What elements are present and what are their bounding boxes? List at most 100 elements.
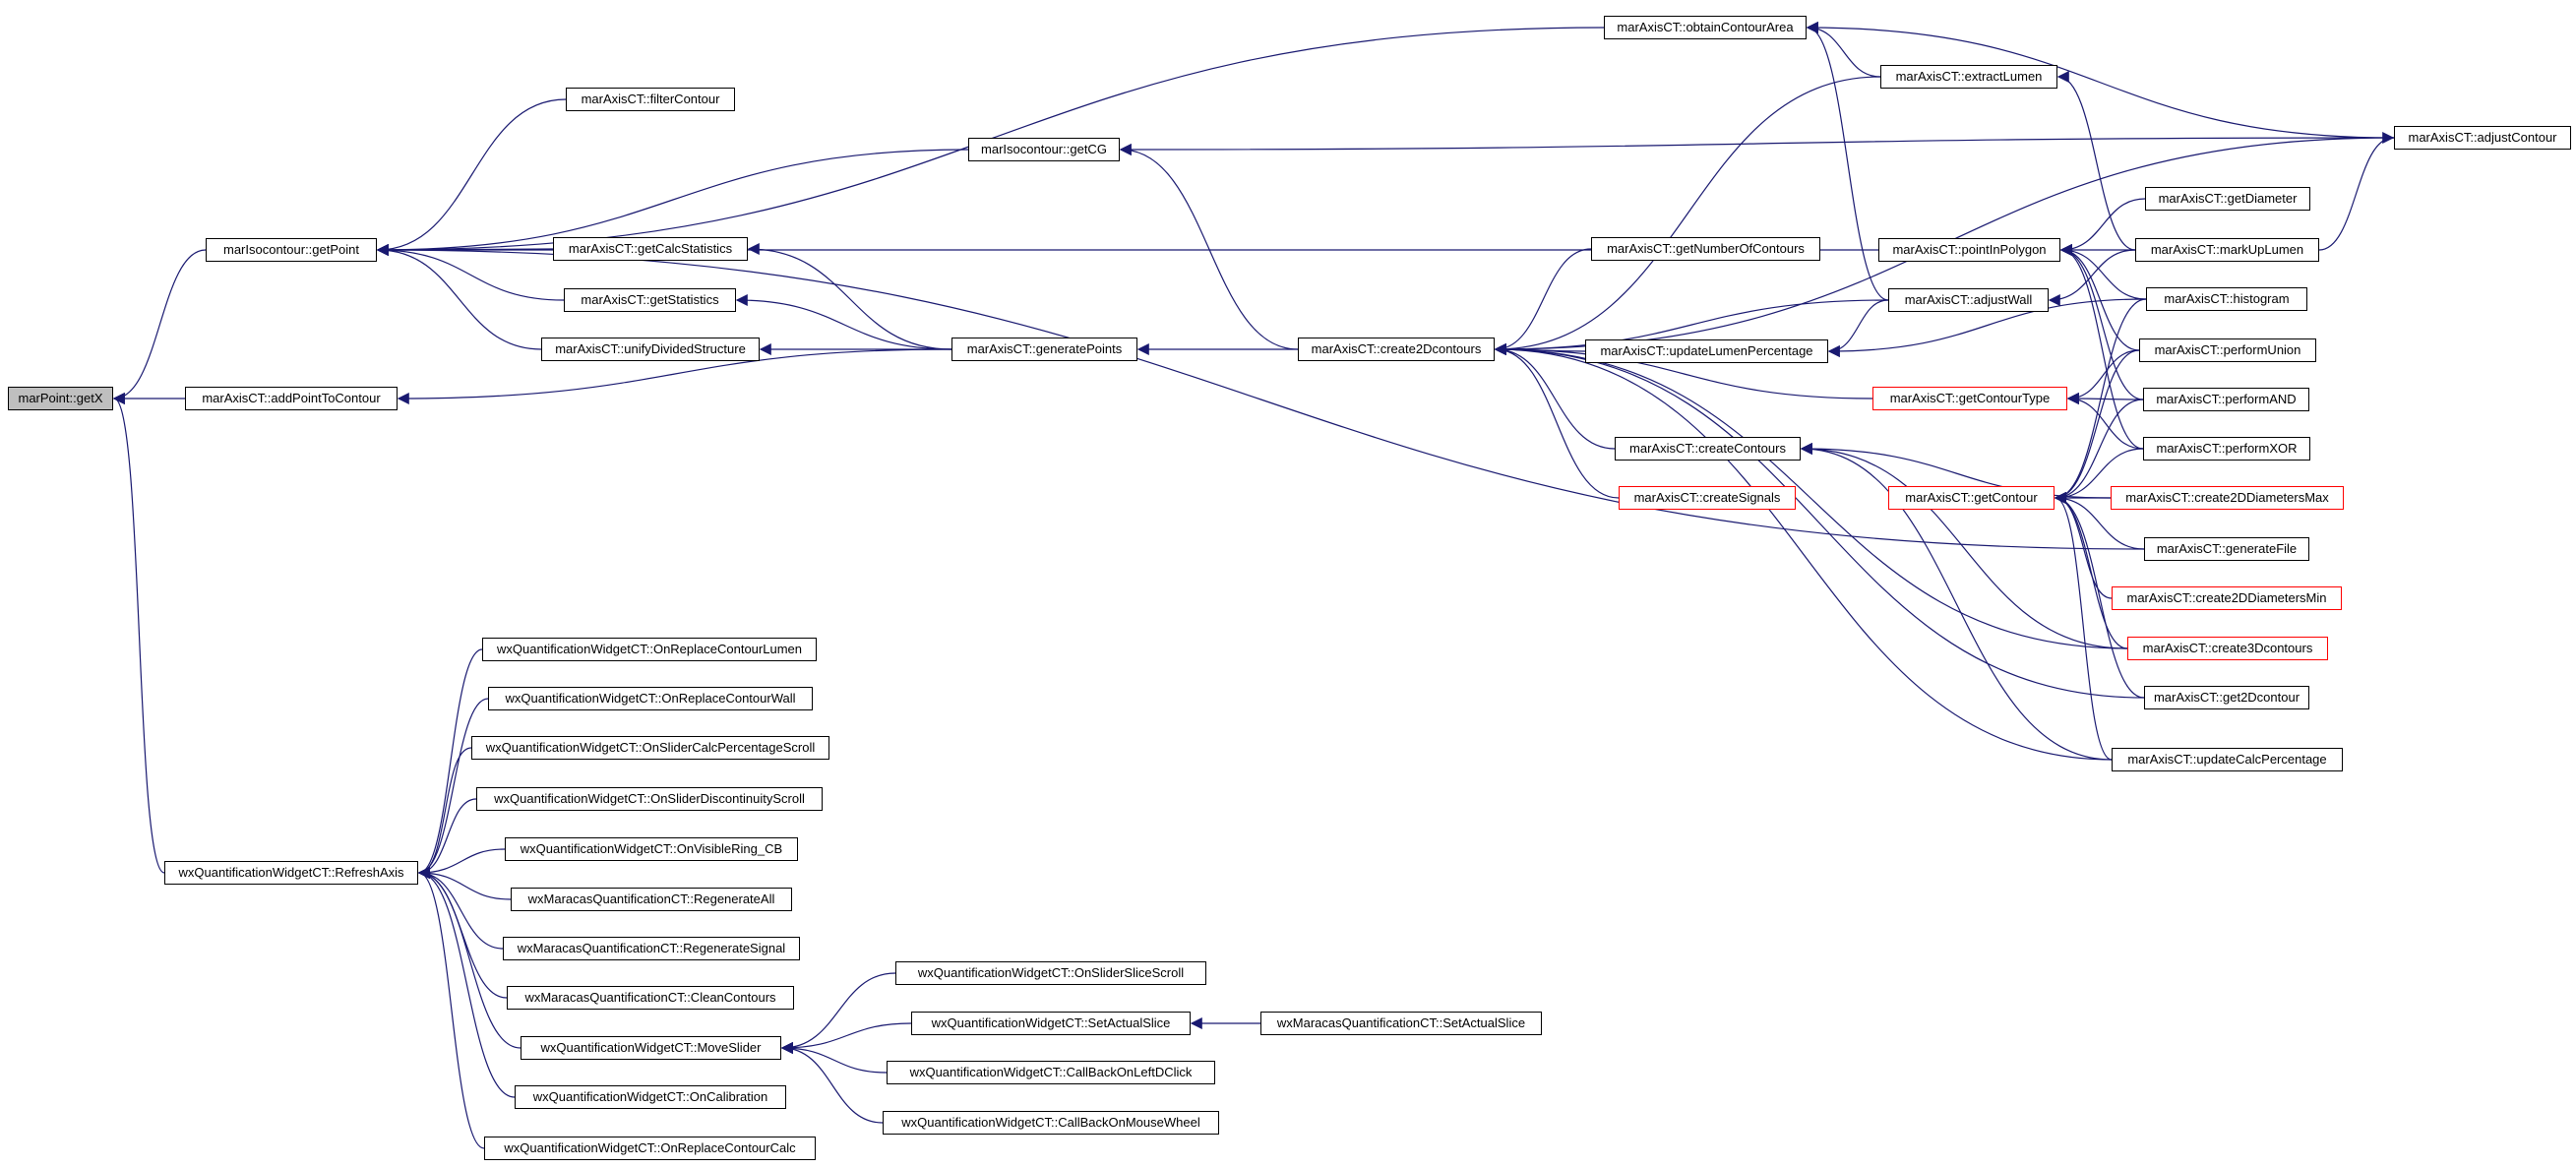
node-marpoint-getx: marPoint::getX [8,387,113,410]
node-getdiameter[interactable]: marAxisCT::getDiameter [2145,187,2310,211]
node-create2dcontours[interactable]: marAxisCT::create2Dcontours [1298,338,1495,361]
edge-pointInPolygon-from-getDiameter [2059,198,2146,256]
edge-getContour-from-generateFile [2054,492,2145,550]
edge-obtainContourArea-from-extractLumen [1806,22,1881,78]
node-filtercontour[interactable]: marAxisCT::filterContour [566,88,735,111]
edge-refreshAxis-from-onSliderCalcPercentageScroll [417,747,472,879]
node-onreplacecontourwall[interactable]: wxQuantificationWidgetCT::OnReplaceConto… [488,687,813,710]
edge-refreshAxis-from-moveSlider [417,867,521,1049]
edge-getContour-from-histogram [2054,298,2147,504]
edge-createContours-from-create3Dcontours [1800,443,2128,649]
edge-create2Dcontours-from-get2Dcontour [1494,343,2145,699]
node-moveslider[interactable]: wxQuantificationWidgetCT::MoveSlider [521,1036,781,1060]
node-callbackonleftdclick[interactable]: wxQuantificationWidgetCT::CallBackOnLeft… [887,1061,1215,1084]
edge-pointInPolygon-from-histogram [2059,244,2147,300]
node-create2ddiametersmax[interactable]: marAxisCT::create2DDiametersMax [2111,486,2344,510]
edge-getPoint-from-generateFile [376,244,2145,550]
edge-getStatistics-from-generatePoints [735,294,952,350]
edge-getPoint-from-unifyDividedStructure [376,244,542,350]
node-obtaincontourarea[interactable]: marAxisCT::obtainContourArea [1604,16,1807,39]
edge-create2Dcontours-from-adjustWall [1494,299,1889,355]
edge-refreshAxis-from-regenerateAll [417,867,512,900]
node-unifydividedstructure[interactable]: marAxisCT::unifyDividedStructure [541,338,760,361]
node-pointinpolygon[interactable]: marAxisCT::pointInPolygon [1878,238,2060,262]
node-adjustwall[interactable]: marAxisCT::adjustWall [1888,288,2049,312]
node-getcontour[interactable]: marAxisCT::getContour [1888,486,2055,510]
edge-refreshAxis-from-onSliderDiscontinuityScroll [417,798,477,879]
edge-getPoint-from-getStatistics [376,244,565,301]
edge-adjustContour-from-markUpLumen [2318,132,2395,251]
node-performunion[interactable]: marAxisCT::performUnion [2139,338,2316,362]
node-regeneratesignal[interactable]: wxMaracasQuantificationCT::RegenerateSig… [503,937,800,960]
node-histogram[interactable]: marAxisCT::histogram [2146,287,2307,311]
edge-create2Dcontours-from-create3Dcontours [1494,343,2128,649]
edge-refreshAxis-from-onCalibration [417,867,516,1098]
node-onreplacecontourlumen[interactable]: wxQuantificationWidgetCT::OnReplaceConto… [482,638,817,661]
node-cleancontours[interactable]: wxMaracasQuantificationCT::CleanContours [507,986,794,1010]
edge-getCG-from-create2Dcontours [1119,144,1299,350]
edge-getContourType-from-performXOR [2066,393,2144,450]
edge-create2Dcontours-from-createContours [1494,343,1616,450]
node-regenerateall[interactable]: wxMaracasQuantificationCT::RegenerateAll [511,888,792,911]
node-setactualslice-maracas[interactable]: wxMaracasQuantificationCT::SetActualSlic… [1260,1012,1542,1035]
edge-create2Dcontours-from-getContourType [1494,343,1873,400]
node-get2dcontour[interactable]: marAxisCT::get2Dcontour [2144,686,2309,709]
edge-create2Dcontours-from-extractLumen [1494,76,1881,355]
edge-getPoint-from-filterContour [376,98,567,256]
node-getstatistics[interactable]: marAxisCT::getStatistics [564,288,736,312]
node-markuplumen[interactable]: marAxisCT::markUpLumen [2135,238,2319,262]
node-create3dcontours[interactable]: marAxisCT::create3Dcontours [2127,637,2328,660]
node-addpointtocontour[interactable]: marAxisCT::addPointToContour [185,387,398,410]
node-generatefile[interactable]: marAxisCT::generateFile [2144,537,2309,561]
edge-moveSlider-from-callBackOnMouseWheel [780,1042,884,1124]
node-create2ddiametersmin[interactable]: marAxisCT::create2DDiametersMin [2112,586,2342,610]
edge-obtainContourArea-from-adjustWall [1806,22,1889,301]
node-setactualslice[interactable]: wxQuantificationWidgetCT::SetActualSlice [911,1012,1191,1035]
edge-refreshAxis-from-regenerateSignal [417,867,504,950]
edge-create2Dcontours-from-updateCalcPercentage [1494,343,2113,761]
node-getcontourtype[interactable]: marAxisCT::getContourType [1872,387,2067,410]
edge-createContours-from-updateCalcPercentage [1800,443,2113,761]
node-getpoint[interactable]: marIsocontour::getPoint [206,238,377,262]
edge-pointInPolygon-from-performUnion [2059,244,2140,351]
node-adjustcontour[interactable]: marAxisCT::adjustContour [2394,126,2571,150]
node-createsignals[interactable]: marAxisCT::createSignals [1619,486,1796,510]
edge-updateLumenPercentage-from-adjustWall [1827,299,1889,357]
node-performxor[interactable]: marAxisCT::performXOR [2143,437,2310,461]
edge-getContour-from-performAND [2054,399,2144,504]
node-getcalcstatistics[interactable]: marAxisCT::getCalcStatistics [553,237,748,261]
edge-extractLumen-from-markUpLumen [2056,71,2136,251]
edge-moveSlider-from-callBackOnLeftDClick [780,1042,888,1074]
edge-addPointToContour-from-generatePoints [397,348,952,404]
node-updatelumenpercentage[interactable]: marAxisCT::updateLumenPercentage [1585,339,1828,363]
edge-create2Dcontours-from-createSignals [1494,343,1620,499]
edge-getContour-from-performUnion [2054,349,2140,504]
node-getcg[interactable]: marIsocontour::getCG [968,138,1120,161]
node-updatecalcpercentage[interactable]: marAxisCT::updateCalcPercentage [2112,748,2343,771]
node-createcontours[interactable]: marAxisCT::createContours [1615,437,1801,461]
node-generatepoints[interactable]: marAxisCT::generatePoints [951,338,1137,361]
edge-moveSlider-from-setActualSlice [780,1022,912,1054]
node-refreshaxis[interactable]: wxQuantificationWidgetCT::RefreshAxis [164,861,418,885]
edge-refreshAxis-from-onReplaceContourWall [417,698,489,879]
node-oncalibration[interactable]: wxQuantificationWidgetCT::OnCalibration [515,1085,786,1109]
edge-pointInPolygon-from-performAND [2059,244,2144,400]
node-getnumberofcontours[interactable]: marAxisCT::getNumberOfContours [1591,237,1820,261]
node-onsliderdiscontinuityscroll[interactable]: wxQuantificationWidgetCT::OnSliderDiscon… [476,787,823,811]
edge-getContour-from-create3Dcontours [2054,492,2128,649]
edge-adjustWall-from-markUpLumen [2048,249,2136,306]
edge-create2Dcontours-from-getNumberOfContours [1494,248,1592,355]
node-callbackonmousewheel[interactable]: wxQuantificationWidgetCT::CallBackOnMous… [883,1111,1219,1135]
node-onsliderslicescroll[interactable]: wxQuantificationWidgetCT::OnSliderSliceS… [895,961,1206,985]
node-onvisibleringcb[interactable]: wxQuantificationWidgetCT::OnVisibleRing_… [505,837,798,861]
node-extractlumen[interactable]: marAxisCT::extractLumen [1880,65,2057,89]
edge-getCalcStatistics-from-generatePoints [747,243,952,350]
node-performand[interactable]: marAxisCT::performAND [2143,388,2309,411]
node-onslidercalcpercentagescroll[interactable]: wxQuantificationWidgetCT::OnSliderCalcPe… [471,736,829,760]
edge-getContour-from-performXOR [2054,448,2144,504]
edge-moveSlider-from-onSliderSliceScroll [780,972,896,1054]
edge-getX-from-getPoint [112,249,207,404]
node-onreplacecontourcalc[interactable]: wxQuantificationWidgetCT::OnReplaceConto… [484,1137,816,1160]
